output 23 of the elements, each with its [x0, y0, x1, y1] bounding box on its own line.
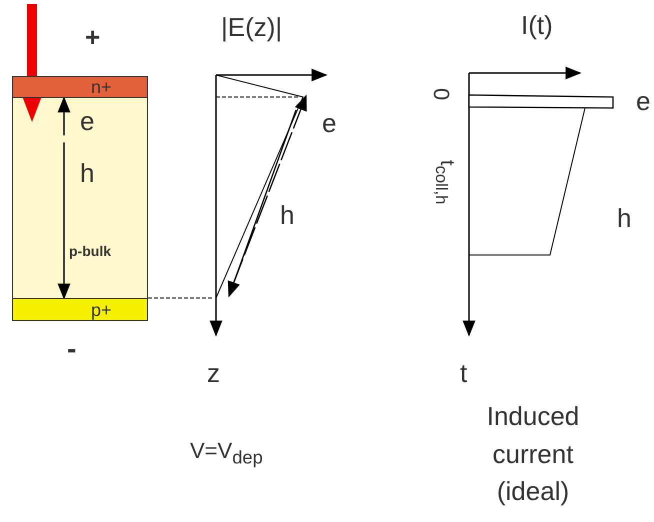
carrier-label: h [280, 202, 294, 228]
polarity-sign: - [67, 335, 76, 363]
axis-label: |E(z)| [221, 14, 282, 40]
axis-label: t [460, 360, 468, 386]
layer-label: p-bulk [69, 244, 111, 258]
axis-label: z [207, 360, 220, 386]
chart-caption: Induced current (ideal) [486, 400, 580, 508]
drift-arrow [58, 96, 70, 136]
carrier-label: h [80, 160, 94, 186]
n-plus-layer [12, 76, 148, 98]
carrier-label: e [322, 110, 336, 136]
tick-label: 0 [430, 88, 452, 100]
p-bulk-region [12, 97, 148, 299]
polarity-sign: + [85, 24, 100, 50]
layer-label: p+ [91, 301, 112, 319]
layer-label: n+ [91, 78, 112, 96]
carrier-label: e [80, 108, 94, 134]
p-plus-layer [12, 298, 148, 321]
voltage-condition: V=V$_{dep}$ [190, 440, 263, 467]
carrier-label: e [636, 88, 650, 114]
axis-label: I(t) [521, 12, 553, 38]
carrier-label: h [617, 205, 632, 231]
drift-arrow [58, 142, 70, 300]
